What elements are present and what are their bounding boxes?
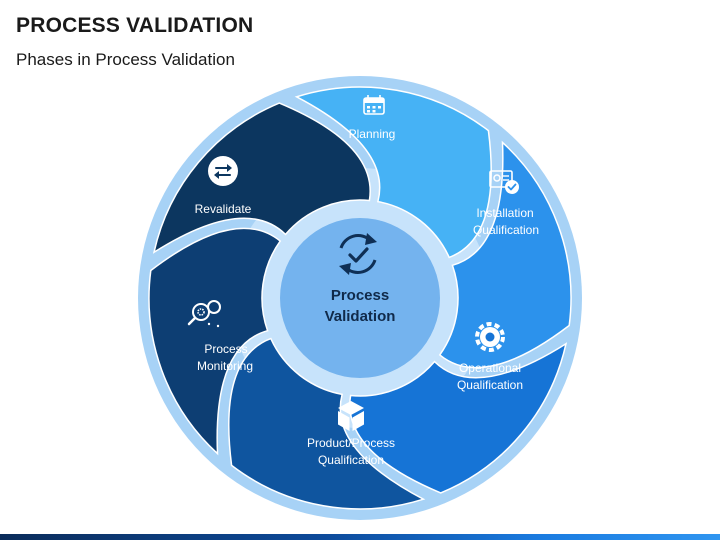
center-label-line1: Process <box>331 287 389 304</box>
box-icon <box>338 401 364 431</box>
phase-segment-1 <box>294 86 492 259</box>
page-subtitle: Phases in Process Validation <box>16 50 235 69</box>
page-title: PROCESS VALIDATION <box>16 14 254 37</box>
magnifier-gear-icon <box>187 300 221 328</box>
phase-operational-label-line2: Qualification <box>457 378 523 392</box>
phase-revalidate-label: Revalidate <box>195 202 252 216</box>
center-label-line2: Validation <box>325 308 396 325</box>
phase-segment-6 <box>152 102 371 254</box>
cycle-check-icon <box>339 233 377 275</box>
phase-installation-label-line1: Installation <box>476 206 533 220</box>
phase-product-label-line2: Qualification <box>318 453 384 467</box>
bottom-accent-bar <box>0 534 720 540</box>
center-disc <box>280 218 440 378</box>
phase-installation-label-line2: Qualification <box>473 223 539 237</box>
phase-segment-5 <box>148 227 282 456</box>
phase-planning-label: Planning <box>349 127 396 141</box>
phase-monitoring-label-line1: Process <box>204 342 247 356</box>
settings-check-icon <box>489 170 519 194</box>
gear-icon <box>475 322 505 352</box>
swap-arrows-icon <box>208 156 238 186</box>
phase-segment-2 <box>438 140 572 369</box>
phase-monitoring-label-line2: Monitoring <box>197 359 253 373</box>
calendar-icon <box>363 95 385 115</box>
phase-operational-label-line1: Operational <box>459 361 521 375</box>
phase-product-label-line1: Product/Process <box>307 436 395 450</box>
